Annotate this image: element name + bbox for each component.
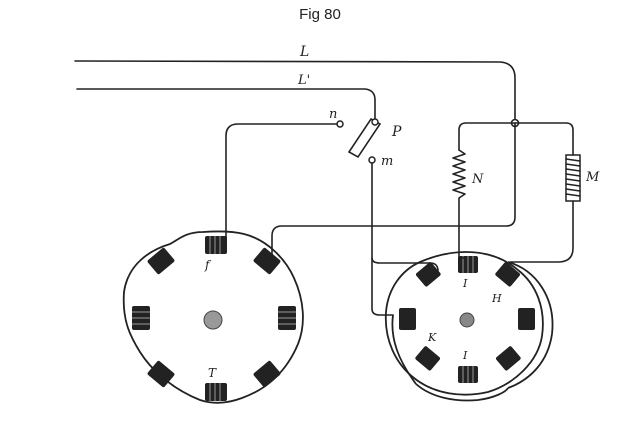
label-line-L-prime: L' <box>297 73 310 88</box>
right-motor-frame <box>384 251 544 396</box>
wire-m-down <box>371 162 439 272</box>
label-coil-T: T <box>208 366 217 380</box>
switch-P-pivot <box>371 118 379 126</box>
wire-n-to-f <box>225 123 338 253</box>
label-contact-m: m <box>381 154 393 169</box>
right-motor-shaft <box>459 312 475 328</box>
figure-title: Fig 80 <box>299 6 341 23</box>
label-coil-f: f <box>204 258 212 272</box>
wire-m-to-right-motor <box>371 257 394 316</box>
contact-n <box>336 120 344 128</box>
junction-down-wire <box>371 122 516 227</box>
branch-wire <box>458 122 574 156</box>
label-coil-H: H <box>491 292 502 305</box>
label-resistance-M: M <box>585 170 600 185</box>
label-coil-I-bottom: I <box>462 349 468 362</box>
line-L-prime-wire <box>76 88 376 123</box>
label-resistance-N: N <box>471 172 484 187</box>
contact-m <box>368 156 376 164</box>
left-motor-shaft <box>203 310 223 330</box>
line-L-wire <box>74 60 516 124</box>
right-motor-outer-arc <box>507 261 554 389</box>
label-coil-K: K <box>427 331 437 344</box>
left-motor <box>122 230 304 404</box>
resistance-M-coil <box>565 154 581 202</box>
resistance-M-lead <box>509 200 574 263</box>
right-motor-left-arc <box>391 314 417 385</box>
label-contact-n: n <box>329 107 337 122</box>
label-switch-P: P <box>391 124 402 140</box>
right-motor-bottom-arc <box>415 383 509 402</box>
label-coil-I-top: I <box>462 277 468 290</box>
label-line-L: L <box>299 44 309 60</box>
left-motor-frame <box>122 230 304 404</box>
wire-m-left <box>271 225 373 256</box>
resistance-N-zigzag <box>452 149 466 259</box>
right-motor <box>384 251 554 402</box>
